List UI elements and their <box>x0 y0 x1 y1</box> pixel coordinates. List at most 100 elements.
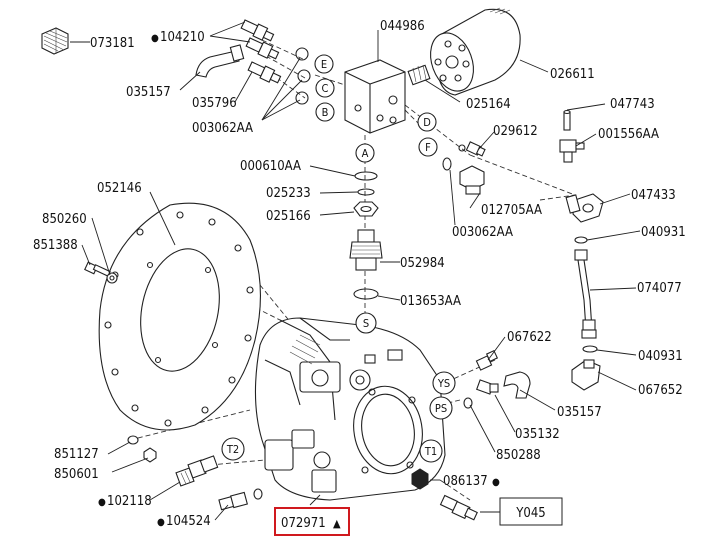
circle-label-a[interactable]: A <box>355 143 375 163</box>
label-067622[interactable]: 067622 <box>507 330 552 345</box>
label-000610aa[interactable]: 000610AA <box>240 159 301 174</box>
label-047433[interactable]: 047433 <box>631 188 676 203</box>
circle-label-t1[interactable]: T1 <box>419 439 443 463</box>
label-025166[interactable]: 025166 <box>266 209 311 224</box>
circle-label-s[interactable]: S <box>355 312 377 334</box>
part-851127-washer[interactable] <box>127 435 139 445</box>
part-850601-nut[interactable] <box>143 447 157 463</box>
part-104524-fitting[interactable] <box>218 488 263 511</box>
svg-text:C: C <box>322 82 329 95</box>
part-047743-pin[interactable] <box>563 109 571 131</box>
circle-label-ps[interactable]: PS <box>429 396 453 420</box>
part-040931-ring-upper[interactable] <box>574 236 588 244</box>
main-pump-body[interactable] <box>254 317 446 501</box>
label-003062aa-mid[interactable]: 003062AA <box>452 225 513 240</box>
o-ring-025233[interactable] <box>357 188 375 196</box>
part-052984-adapter[interactable] <box>349 229 383 271</box>
part-104210-fittings[interactable] <box>240 18 282 85</box>
svg-text:D: D <box>423 116 431 129</box>
label-073181[interactable]: 073181 <box>90 36 135 51</box>
circle-label-t2[interactable]: T2 <box>221 437 245 461</box>
part-850260-washer[interactable] <box>106 272 118 284</box>
part-025164-nipple[interactable] <box>407 64 431 86</box>
label-035157-lower[interactable]: 035157 <box>557 405 602 420</box>
label-850601[interactable]: 850601 <box>54 467 99 482</box>
label-104524[interactable]: 104524 <box>166 514 211 529</box>
o-ring-000610aa[interactable] <box>354 171 378 181</box>
label-025233[interactable]: 025233 <box>266 186 311 201</box>
circle-label-f[interactable]: F <box>418 137 438 157</box>
svg-text:T1: T1 <box>424 445 437 458</box>
part-025166-nut[interactable] <box>353 201 379 217</box>
label-003062aa-top[interactable]: 003062AA <box>192 121 253 136</box>
label-040931-lower[interactable]: 040931 <box>638 349 683 364</box>
circle-label-c[interactable]: C <box>315 78 335 98</box>
part-001556aa-fitting[interactable] <box>559 139 585 163</box>
leader-lines <box>70 21 641 521</box>
part-029612-fitting[interactable] <box>458 141 486 157</box>
label-072971[interactable]: 072971 <box>281 516 326 531</box>
part-035157-elbow-lower[interactable] <box>503 371 531 399</box>
part-851388-bolt[interactable] <box>84 261 111 277</box>
part-073181-drawing[interactable] <box>41 27 69 55</box>
svg-text:T2: T2 <box>226 443 239 456</box>
part-012705aa-plug[interactable] <box>459 165 485 195</box>
label-104210[interactable]: 104210 <box>160 30 205 45</box>
label-035157-top[interactable]: 035157 <box>126 85 171 100</box>
part-067622-fitting[interactable] <box>475 349 499 371</box>
part-044986-block[interactable] <box>344 59 406 134</box>
label-026611[interactable]: 026611 <box>550 67 595 82</box>
label-029612[interactable]: 029612 <box>493 124 538 139</box>
circle-label-d[interactable]: D <box>417 112 437 132</box>
label-850260[interactable]: 850260 <box>42 212 87 227</box>
label-025164[interactable]: 025164 <box>466 97 511 112</box>
label-052984[interactable]: 052984 <box>400 256 445 271</box>
part-047433-banjo[interactable] <box>565 193 604 223</box>
label-035132[interactable]: 035132 <box>515 427 560 442</box>
circle-label-ys[interactable]: YS <box>432 371 456 395</box>
label-044986[interactable]: 044986 <box>380 19 425 34</box>
seal-ps <box>463 397 473 409</box>
part-035132-fitting[interactable] <box>476 379 499 395</box>
label-013653aa[interactable]: 013653AA <box>400 294 461 309</box>
o-ring-013653aa[interactable] <box>353 288 379 300</box>
label-047743[interactable]: 047743 <box>610 97 655 112</box>
boxed-label-y045[interactable]: Y045 <box>499 497 563 526</box>
label-851388[interactable]: 851388 <box>33 238 78 253</box>
label-074077[interactable]: 074077 <box>637 281 682 296</box>
svg-text:YS: YS <box>437 377 450 390</box>
part-number-labels: 073181 ● 104210 044986 035157 026611 035… <box>33 19 686 529</box>
bullet-102118: ● <box>98 497 106 508</box>
part-102118-sensor[interactable] <box>175 455 219 487</box>
part-074077-tube[interactable] <box>574 249 597 339</box>
label-001556aa[interactable]: 001556AA <box>598 127 659 142</box>
seal-003062aa-lower <box>442 157 452 171</box>
part-026611-filter[interactable] <box>423 7 521 97</box>
label-035796[interactable]: 035796 <box>192 96 237 111</box>
o-rings-ecb <box>295 47 311 105</box>
bullet-086137: ● <box>492 477 500 488</box>
part-067652-elbow[interactable] <box>571 359 601 391</box>
label-y045[interactable]: Y045 <box>515 506 545 521</box>
label-067652[interactable]: 067652 <box>638 383 683 398</box>
part-035157-elbow-top[interactable] <box>195 44 245 78</box>
label-086137[interactable]: 086137 <box>443 474 488 489</box>
label-052146[interactable]: 052146 <box>97 181 142 196</box>
bullet-104210: ● <box>151 33 159 44</box>
part-086137-hex[interactable] <box>411 468 429 490</box>
part-y045-connector[interactable] <box>439 494 478 521</box>
circle-label-b[interactable]: B <box>315 102 335 122</box>
svg-text:B: B <box>322 106 329 119</box>
label-040931-upper[interactable]: 040931 <box>641 225 686 240</box>
svg-text:A: A <box>362 147 369 160</box>
part-040931-ring-lower[interactable] <box>582 345 598 353</box>
label-012705aa[interactable]: 012705AA <box>481 203 542 218</box>
part-052146-plate[interactable] <box>98 202 261 431</box>
highlighted-part-072971[interactable]: 072971 ▲ <box>274 507 350 536</box>
warning-triangle-icon: ▲ <box>333 517 341 530</box>
circle-label-e[interactable]: E <box>314 54 334 74</box>
label-102118[interactable]: 102118 <box>107 494 152 509</box>
label-850288[interactable]: 850288 <box>496 448 541 463</box>
label-851127[interactable]: 851127 <box>54 447 99 462</box>
